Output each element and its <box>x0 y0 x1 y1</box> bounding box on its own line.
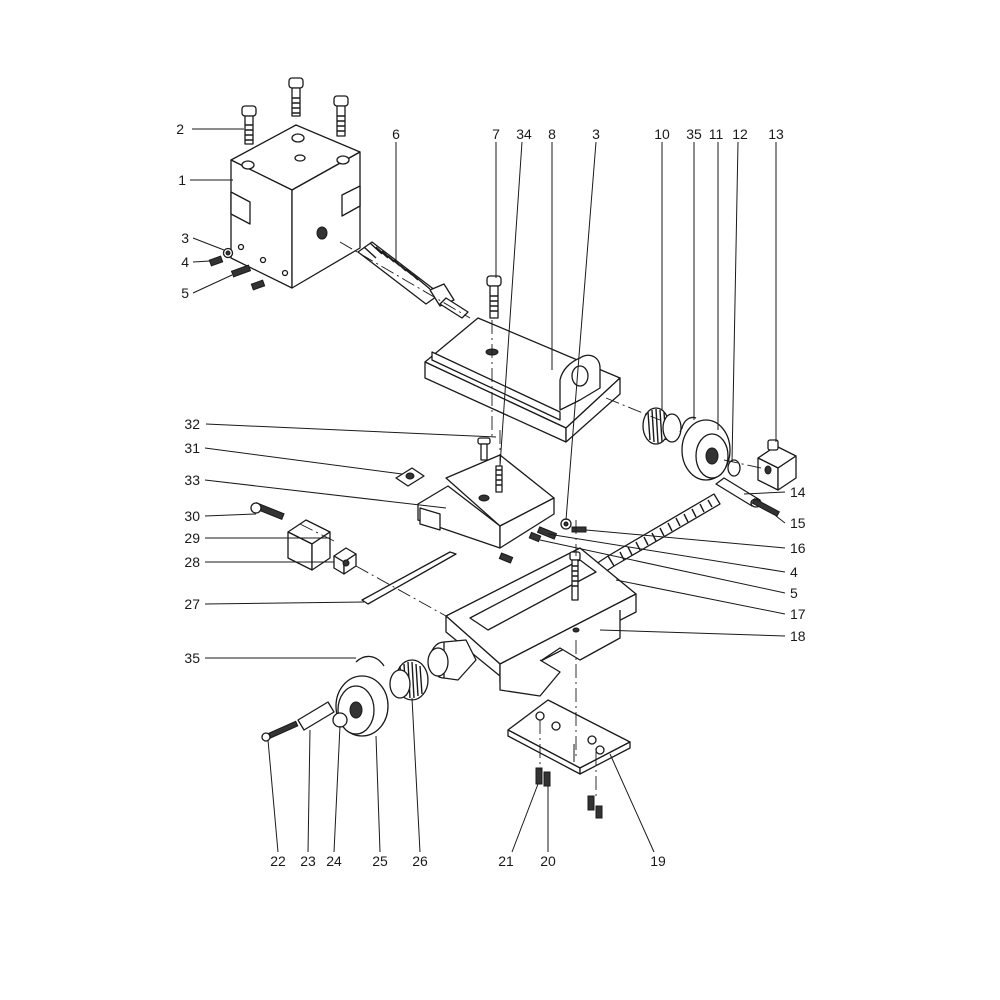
callout-23: 23 <box>300 853 316 869</box>
callout-2: 2 <box>176 121 184 137</box>
callout-4-right: 4 <box>790 564 798 580</box>
callout-5-left: 5 <box>181 285 189 301</box>
small-block <box>757 439 797 491</box>
callout-labels: 2 1 3 4 5 6 7 34 8 3 10 35 11 12 13 14 1… <box>176 121 806 869</box>
saddle-block <box>395 437 555 549</box>
callout-6: 6 <box>392 126 400 142</box>
callout-16: 16 <box>790 540 806 556</box>
block-small-fasteners <box>208 247 266 291</box>
carriage-screw <box>486 275 502 319</box>
callout-34: 34 <box>516 126 532 142</box>
callout-24: 24 <box>326 853 342 869</box>
leader-lines <box>190 128 786 853</box>
callout-12: 12 <box>732 126 748 142</box>
callout-14: 14 <box>790 484 806 500</box>
callout-28: 28 <box>184 554 200 570</box>
callout-26: 26 <box>412 853 428 869</box>
callout-18: 18 <box>790 628 806 644</box>
callout-20: 20 <box>540 853 556 869</box>
lower-handwheel-assembly <box>261 655 429 742</box>
callout-5-right: 5 <box>790 585 798 601</box>
callout-19: 19 <box>650 853 666 869</box>
callout-29: 29 <box>184 530 200 546</box>
callout-35-left: 35 <box>184 650 200 666</box>
callout-22: 22 <box>270 853 286 869</box>
callout-27: 27 <box>184 596 200 612</box>
callout-21: 21 <box>498 853 514 869</box>
callout-4-left: 4 <box>181 254 189 270</box>
callout-13: 13 <box>768 126 784 142</box>
upper-lead-screw <box>357 241 469 319</box>
callout-3-top: 3 <box>592 126 600 142</box>
sleeve-and-screw <box>715 477 780 517</box>
cap-screws-top <box>241 77 349 145</box>
callout-32: 32 <box>184 416 200 432</box>
cross-slide-base <box>427 547 637 697</box>
callout-11: 11 <box>709 126 724 142</box>
callout-1: 1 <box>178 172 186 188</box>
callout-30: 30 <box>184 508 200 524</box>
callout-7: 7 <box>492 126 500 142</box>
callout-15: 15 <box>790 515 806 531</box>
bottom-plate <box>507 699 631 819</box>
lower-lead-screw <box>595 493 721 575</box>
callout-17: 17 <box>790 606 806 622</box>
callout-8: 8 <box>548 126 556 142</box>
callout-10: 10 <box>654 126 670 142</box>
tool-post-block <box>230 124 361 289</box>
gib-block-assembly <box>250 501 457 605</box>
callout-33: 33 <box>184 472 200 488</box>
callout-25: 25 <box>372 853 388 869</box>
upper-handwheel-assembly <box>642 407 741 481</box>
callout-35-top: 35 <box>686 126 702 142</box>
upper-slide-carriage <box>424 317 621 443</box>
callout-3-left: 3 <box>181 230 189 246</box>
callout-31: 31 <box>184 440 200 456</box>
